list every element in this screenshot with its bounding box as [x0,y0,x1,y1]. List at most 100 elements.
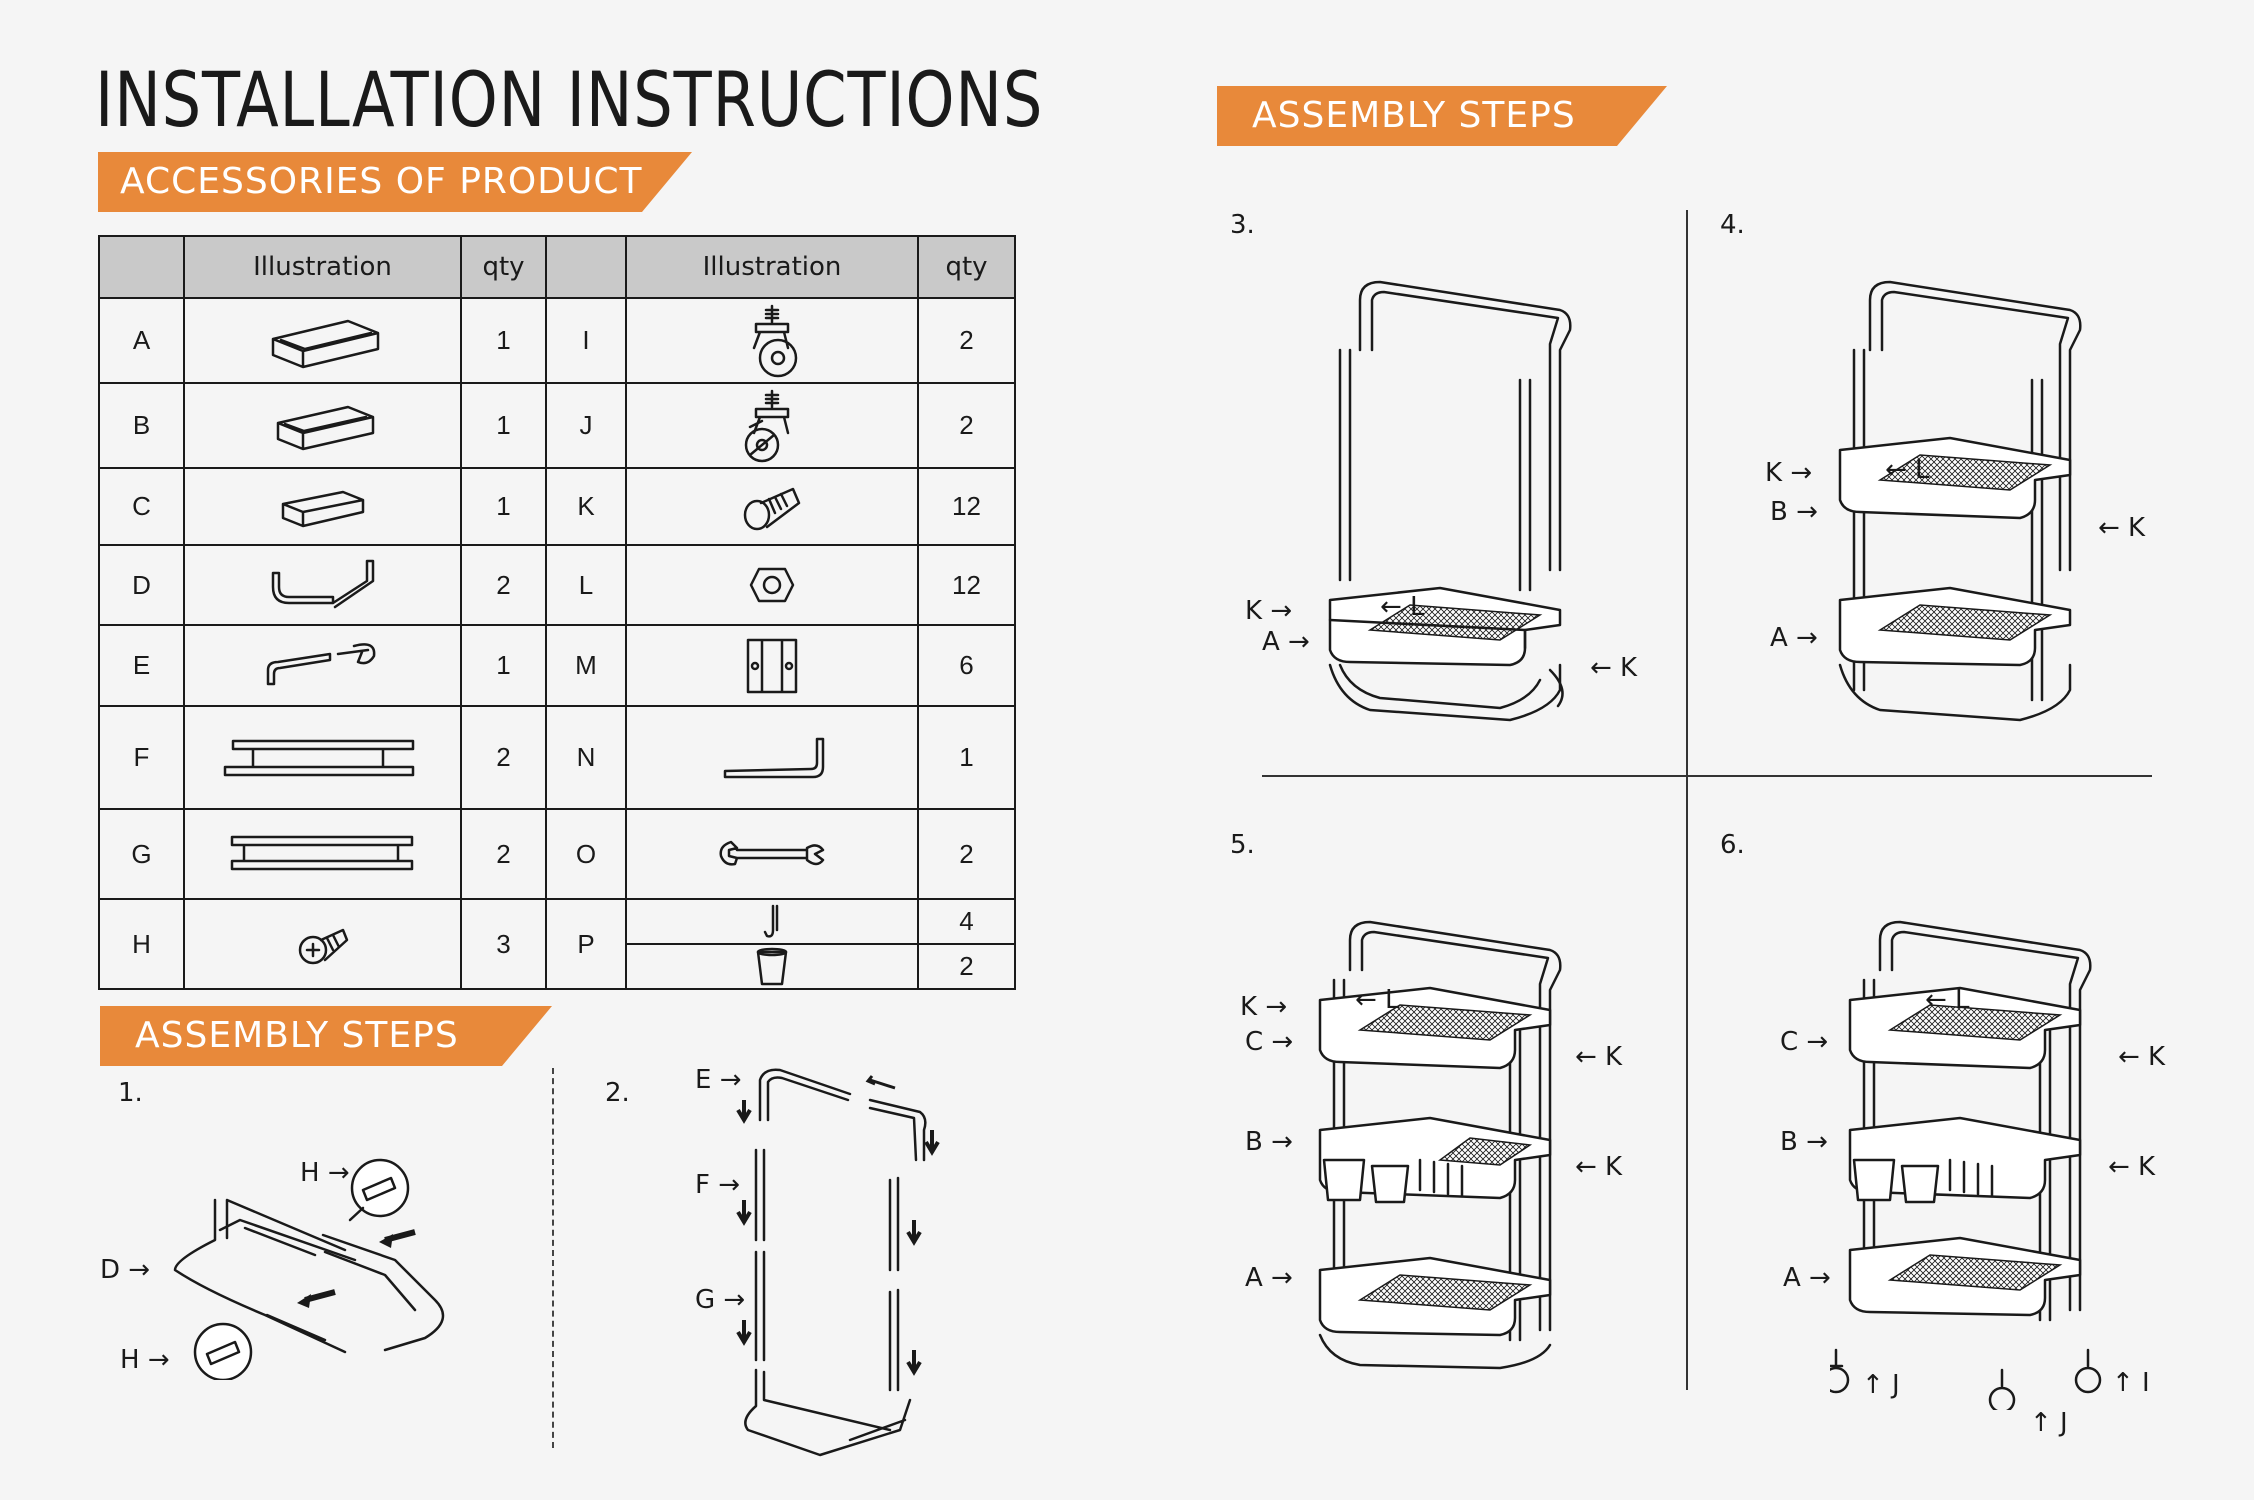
label-j-step6-mid: ↑ J [2030,1408,2068,1438]
label-a-step4: A → [1770,623,1818,653]
label-l-step4: ← L [1885,455,1930,485]
wrench-icon [719,840,825,866]
step6-diagram [1830,920,2102,1410]
table-row: B 1 J 2 [98,382,1016,469]
page-title: INSTALLATION INSTRUCTIONS [95,55,1044,144]
step-divider-dashed [552,1068,554,1448]
label-k-step5: K → [1240,992,1288,1022]
part-id: D [98,544,185,626]
step-number-5: 5. [1230,830,1255,860]
part-id: O [545,808,627,900]
hook-tube-icon [266,642,375,685]
label-b-step4: B → [1770,497,1818,527]
part-id: G [98,808,185,900]
part-qty: 1 [460,297,547,384]
table-row: G 2 O 2 [98,808,1016,900]
table-row: F 2 N 1 [98,705,1016,810]
step4-diagram [1838,280,2082,722]
label-b-step6: B → [1780,1127,1828,1157]
label-k-step4: K → [1765,458,1813,488]
label-g: G → [695,1285,746,1315]
part-qty: 2 [917,297,1016,384]
part-qty: 2 [917,382,1016,469]
part-qty: 2 [460,808,547,900]
step-divider-horizontal [1262,775,2152,777]
part-qty: 1 [460,382,547,469]
box-small-icon [281,490,364,527]
part-qty: 1 [460,624,547,707]
part-id: A [98,297,185,384]
label-c-step5: C → [1245,1027,1294,1057]
part-id: P [545,898,627,990]
label-l-step6: ← L [1925,985,1970,1015]
label-a-step3: A → [1262,627,1310,657]
label-k-right-step5-mid: ← K [1575,1152,1623,1182]
table-row: E 1 M 6 [98,624,1016,707]
step3-diagram [1328,280,1572,722]
hex-key-icon [723,737,825,778]
nut-icon [749,567,795,603]
part-qty: 4 [917,898,1016,945]
step1-diagram [173,1158,445,1380]
bolt-icon [743,487,801,530]
label-f: F → [695,1170,741,1200]
part-id: J [545,382,627,469]
part-id: L [545,544,627,626]
caster-icon [752,304,798,377]
assembly-steps-banner-right: ASSEMBLY STEPS [1217,86,1667,146]
label-b-step5: B → [1245,1127,1293,1157]
part-qty: 2 [917,808,1016,900]
caster-brake-icon [744,389,790,462]
table-header-row: Illustration qty Illustration qty [98,235,1016,299]
step5-diagram [1318,920,1562,1370]
long-rod-icon [223,739,414,776]
step-number-2: 2. [605,1078,630,1108]
part-qty: 12 [917,544,1016,626]
label-k-step3: K → [1245,596,1293,626]
part-qty: 1 [917,705,1016,810]
step-divider-vertical [1686,210,1688,1390]
label-d: D → [100,1255,151,1285]
accessories-table: Illustration qty Illustration qty A 1 I … [98,235,1016,990]
col-header-id [98,235,185,299]
part-id: C [98,467,185,546]
label-k-right-step6-mid: ← K [2108,1152,2156,1182]
table-row: 2 [99,943,1016,990]
label-h-bottom: H → [120,1345,170,1375]
part-qty: 2 [917,943,1016,990]
label-h-top: H → [300,1158,350,1188]
label-a-step5: A → [1245,1263,1293,1293]
label-l-step3: ← L [1380,592,1425,622]
part-id: M [545,624,627,707]
label-c-step6: C → [1780,1027,1829,1057]
box-large-icon [271,319,379,368]
col-header-illustration: Illustration [625,235,919,299]
label-k-right-step3: ← K [1590,653,1638,683]
assembly-steps-banner-left: ASSEMBLY STEPS [100,1006,552,1066]
accessories-banner: ACCESSORIES OF PRODUCT [98,152,692,212]
table-row: A 1 I 2 [98,297,1016,384]
part-id: B [98,382,185,469]
col-header-illustration: Illustration [183,235,462,299]
step-number-4: 4. [1720,210,1745,240]
part-qty: 1 [460,467,547,546]
col-header-qty: qty [460,235,547,299]
part-id: F [98,705,185,810]
col-header-qty: qty [917,235,1016,299]
part-id: K [545,467,627,546]
table-row: H 3 P 4 [98,898,1016,990]
step-number-3: 3. [1230,210,1255,240]
step2-diagram [736,1068,940,1457]
step-number-6: 6. [1720,830,1745,860]
label-a-step6: A → [1783,1263,1831,1293]
table-row: D 2 L 12 [98,544,1016,626]
col-header-id [545,235,627,299]
table-row: C 1 K 12 [98,467,1016,546]
part-qty: 3 [460,898,547,990]
hook-icon [763,904,779,938]
cup-icon [756,947,788,985]
part-qty: 2 [460,705,547,810]
label-i-step6: ↑ I [2112,1368,2150,1398]
bracket-icon [746,638,798,693]
label-l-step5: ← L [1355,985,1400,1015]
